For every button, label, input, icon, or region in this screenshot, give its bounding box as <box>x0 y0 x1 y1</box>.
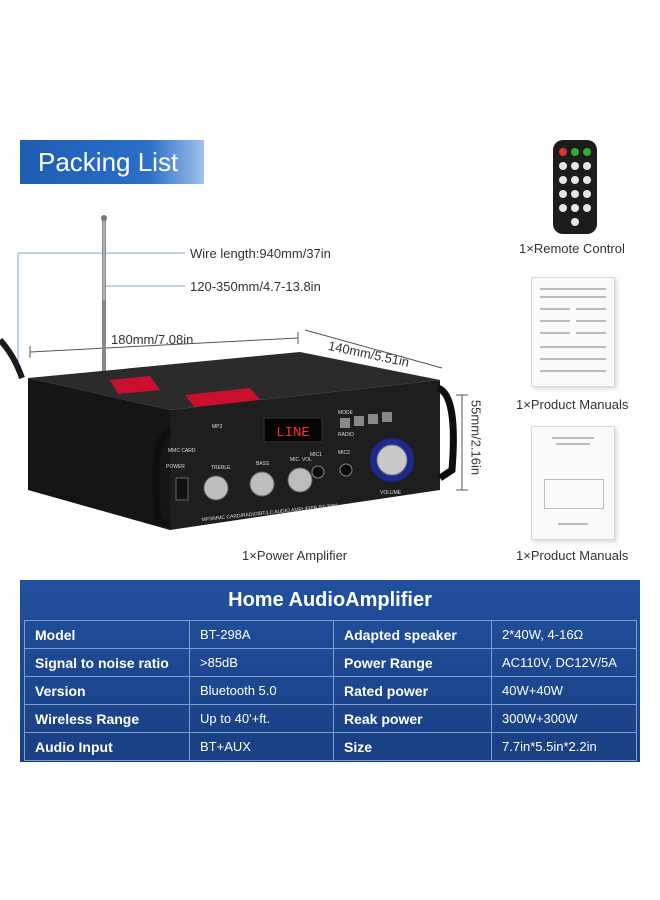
depth-dimension-line <box>304 329 443 369</box>
product-manual-caption-1: 1×Product Manuals <box>516 397 629 412</box>
wire-length-callout: Wire length:940mm/37in <box>190 246 331 261</box>
spec-row: Model BT-298A Adapted speaker 2*40W, 4-1… <box>24 620 637 649</box>
spec-row: Audio Input BT+AUX Size 7.7in*5.5in*2.2i… <box>24 732 637 761</box>
spec-key: Rated power <box>333 676 492 705</box>
mic2-label: MIC2 <box>338 450 350 456</box>
radio-label: RADIO <box>338 432 354 438</box>
product-manual-caption-2: 1×Product Manuals <box>516 548 629 563</box>
power-label: POWER <box>166 464 185 470</box>
width-dimension-line <box>29 337 299 353</box>
spec-row: Signal to noise ratio >85dB Power Range … <box>24 648 637 677</box>
spec-key: Audio Input <box>24 732 190 761</box>
remote-control-caption: 1×Remote Control <box>519 241 625 256</box>
mmc-card-label: MMC CARD <box>168 448 196 454</box>
spec-key: Wireless Range <box>24 704 190 733</box>
spec-value: Up to 40'+ft. <box>189 704 334 733</box>
spec-value: Bluetooth 5.0 <box>189 676 334 705</box>
mode-label: MODE <box>338 410 354 416</box>
treble-knob <box>203 475 229 501</box>
mic2-jack <box>339 463 353 477</box>
spec-value: 2*40W, 4-16Ω <box>491 620 637 649</box>
power-switch <box>175 477 189 501</box>
width-dimension: 180mm/7.08in <box>111 332 194 347</box>
power-cable <box>0 337 25 380</box>
mp3-label: MP3 <box>212 424 223 430</box>
amplifier-side <box>28 378 170 530</box>
volume-knob <box>376 444 408 476</box>
spec-panel: Home AudioAmplifier Model BT-298A Adapte… <box>20 580 640 762</box>
power-amplifier-image: LINE MP3/MMC CARD/RADIO/BT/LC AUDIO AMPL… <box>0 215 468 530</box>
mic-vol-label: MIC. VOL <box>290 457 312 463</box>
spec-key: Reak power <box>333 704 492 733</box>
mic1-label: MIC1 <box>310 452 322 458</box>
spec-key: Model <box>24 620 190 649</box>
power-amplifier-caption: 1×Power Amplifier <box>242 548 348 563</box>
spec-value: BT+AUX <box>189 732 334 761</box>
bass-knob <box>249 471 275 497</box>
remote-control-image <box>553 140 597 234</box>
front-handle-right <box>436 384 457 481</box>
spec-value: 7.7in*5.5in*2.2in <box>491 732 637 761</box>
spec-value: >85dB <box>189 648 334 677</box>
display-text: LINE <box>276 425 310 441</box>
spec-table: Model BT-298A Adapted speaker 2*40W, 4-1… <box>24 620 637 761</box>
spec-row: Wireless Range Up to 40'+ft. Reak power … <box>24 704 637 733</box>
spec-key: Size <box>333 732 492 761</box>
spec-key: Signal to noise ratio <box>24 648 190 677</box>
amplifier-top <box>28 352 440 410</box>
spec-value: BT-298A <box>189 620 334 649</box>
product-manual-image-1 <box>531 277 615 387</box>
spec-value: AC110V, DC12V/5A <box>491 648 637 677</box>
treble-label: TREBLE <box>211 465 231 471</box>
spec-title: Home AudioAmplifier <box>228 589 432 611</box>
spec-value: 300W+300W <box>491 704 637 733</box>
spec-row: Version Bluetooth 5.0 Rated power 40W+40… <box>24 676 637 705</box>
packing-list-banner: Packing List <box>20 140 204 184</box>
volume-label: VOLUME <box>380 490 402 496</box>
spec-value: 40W+40W <box>491 676 637 705</box>
product-manual-image-2 <box>531 426 615 540</box>
mic-vol-knob <box>287 467 313 493</box>
spec-key: Version <box>24 676 190 705</box>
front-handle-left <box>152 426 173 529</box>
bass-label: BASS <box>256 461 270 467</box>
mic1-jack <box>311 465 325 479</box>
antenna-length-callout: 120-350mm/4.7-13.8in <box>190 279 321 294</box>
spec-key: Power Range <box>333 648 492 677</box>
spec-key: Adapted speaker <box>333 620 492 649</box>
